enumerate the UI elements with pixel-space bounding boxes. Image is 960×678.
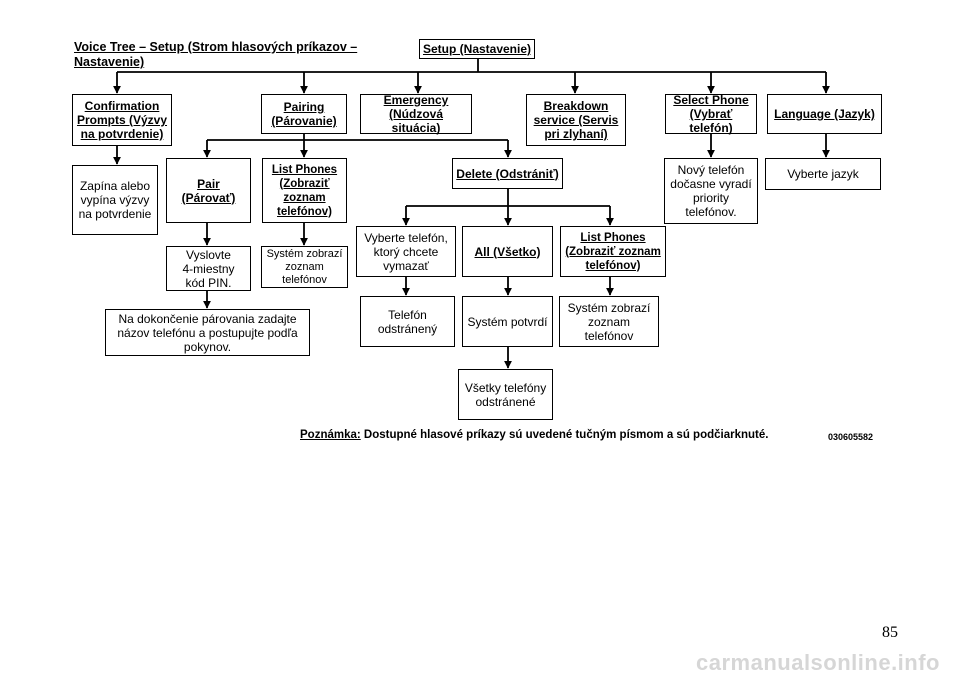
breakdown-service-node: Breakdown service (Servis pri zlyhaní) [526,94,626,146]
select-phone-node: Select Phone (Vybrať telefón) [665,93,757,135]
figure-code: 030605582 [828,432,874,442]
delete-node: Delete (Odstrániť) [452,158,563,189]
footnote: Poznámka: Dostupné hlasové príkazy sú uv… [300,429,768,441]
language-node: Language (Jazyk) [767,94,882,134]
list-phones-node: List Phones (Zobraziť zoznam telefónov) [262,158,347,223]
system-confirms: Systém potvrdí [462,296,553,347]
language-description: Vyberte jazyk [765,158,881,190]
delete-select-phone: Vyberte telefón, ktorý chcete vymazať [356,226,456,277]
delete-list-phones-description: Systém zobrazí zoznam telefónov [559,296,659,347]
setup-node: Setup (Nastavenie) [419,39,535,59]
footnote-label: Poznámka: [300,429,361,441]
emergency-node: Emergency (Núdzová situácia) [360,93,472,135]
confirmation-description: Zapína alebo vypína výzvy na potvrdenie [72,165,158,235]
select-phone-description: Nový telefón dočasne vyradí priority tel… [664,158,758,224]
diagram-title: Voice Tree – Setup (Strom hlasových prík… [74,40,358,69]
delete-list-phones-node: List Phones (Zobraziť zoznam telefónov) [560,226,666,277]
list-phones-description: Systém zobrazí zoznam telefónov [261,246,348,288]
phone-removed: Telefón odstránený [360,296,455,347]
confirmation-prompts-node: Confirmation Prompts (Výzvy na potvrdeni… [72,94,172,146]
footnote-text: Dostupné hlasové príkazy sú uvedené tučn… [363,429,769,441]
pairing-node: Pairing (Párovanie) [261,94,347,134]
page-number: 85 [882,624,898,641]
pairing-final-instructions: Na dokončenie párovania zadajte názov te… [105,309,310,356]
all-phones-removed: Všetky telefóny odstránené [458,369,553,420]
pair-description: Vyslovte 4-miestny kód PIN. [166,246,251,291]
delete-all-node: All (Všetko) [462,226,553,277]
pair-node: Pair (Párovať) [166,158,251,223]
watermark-text: carmanualsonline.info [696,650,940,675]
